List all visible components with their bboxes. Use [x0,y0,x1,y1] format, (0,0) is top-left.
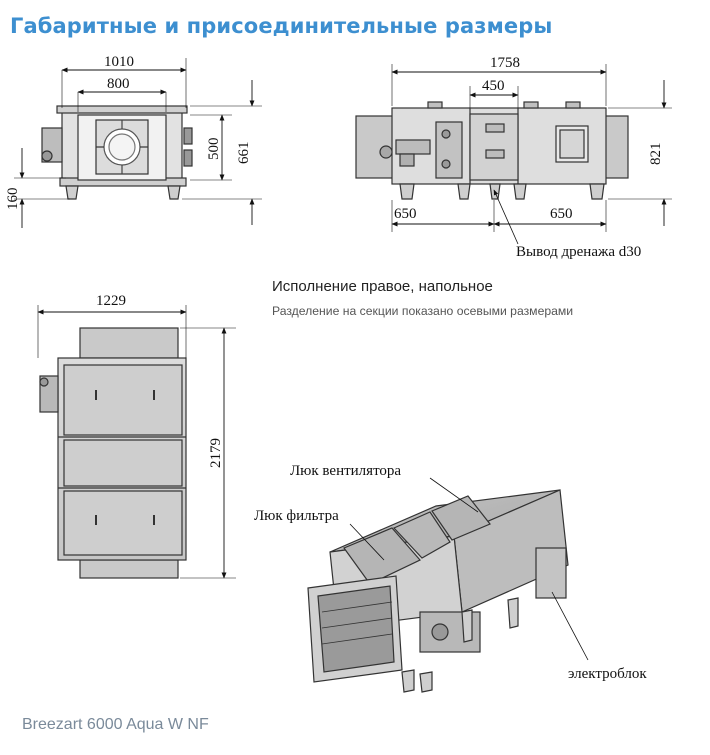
dim-160: 160 [5,188,21,211]
top-view: 1229 2179 [37,293,236,579]
page-title: Габаритные и присоединительные размеры [10,14,553,38]
iso-labels: Люк вентилятора Люк фильтра электроблок [254,463,647,682]
side-view: 1758 450 821 650 650 Вывод дренажа d30 [355,55,672,260]
execution-text: Исполнение правое, напольное [272,278,493,295]
dim-821: 821 [648,143,664,166]
dim-800: 800 [107,76,130,92]
dim-450: 450 [482,78,505,94]
front-dimensions: 1010 800 500 661 160 [5,54,262,228]
drain-label: Вывод дренажа d30 [516,244,641,260]
dim-1010: 1010 [104,54,134,70]
front-unit [41,105,193,200]
top-unit [39,327,187,579]
dim-650-right: 650 [550,206,573,222]
dim-661: 661 [236,142,252,165]
dim-500: 500 [206,138,222,161]
dim-1758: 1758 [490,55,520,71]
front-view: 1010 800 500 661 160 [5,54,262,228]
filter-hatch-label: Люк фильтра [254,508,339,524]
fan-hatch-label: Люк вентилятора [290,463,401,479]
dim-1229: 1229 [96,293,126,309]
iso-view: Люк вентилятора Люк фильтра электроблок [254,463,647,693]
dim-2179: 2179 [208,438,224,468]
dim-650-left: 650 [394,206,417,222]
model-name: Breezart 6000 Aqua W NF [22,716,209,733]
electro-label: электроблок [568,666,647,682]
top-dimensions: 1229 2179 [37,293,236,579]
side-unit [355,101,629,200]
side-dimensions: 1758 450 821 650 650 Вывод дренажа d30 [391,55,672,260]
sections-note: Разделение на секции показано осевыми ра… [272,304,574,318]
iso-unit [307,489,569,693]
